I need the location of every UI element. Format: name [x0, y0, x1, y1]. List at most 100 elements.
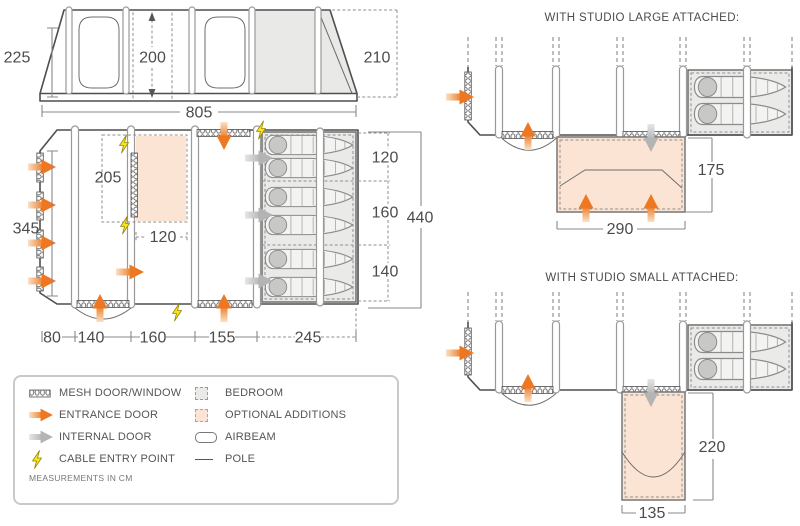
dim-label-width: 160: [140, 330, 167, 347]
legend-label: CABLE ENTRY POINT: [59, 453, 176, 465]
dim-bottom-widths: 80 140 160 155 245: [41, 308, 357, 347]
internal-door-arrow: [643, 124, 659, 152]
dim-label-optional-depth: 205: [95, 170, 122, 187]
bedroom-dividers: [262, 180, 356, 246]
studio-small-room: [621, 391, 686, 501]
internal-door-arrows: [245, 150, 273, 289]
dim-label-total-width: 805: [186, 105, 213, 122]
legend-item-bedroom: BEDROOM: [195, 385, 283, 401]
mesh-doors: [36, 129, 253, 308]
dim-290: 290: [556, 221, 686, 238]
dim-225: 225: [4, 27, 58, 98]
dim-label-total-depth: 440: [407, 210, 434, 227]
mesh-doors: [464, 327, 681, 394]
dim-label-depth: 220: [699, 439, 726, 456]
dim-175: 175: [686, 137, 725, 213]
elevation-door: [78, 16, 120, 89]
dim-345: 345: [13, 150, 58, 297]
mesh-window: [130, 152, 138, 218]
airbeam-capsule-icon: [195, 431, 225, 443]
elevation-ground-bar: [39, 92, 358, 102]
studio-small-diagram: WITH STUDIO SMALL ATTACHED: 220 13: [446, 272, 793, 522]
studio-small-title: WITH STUDIO SMALL ATTACHED:: [545, 272, 738, 284]
optional-addition-area: [136, 136, 186, 221]
bedroom-area: [687, 324, 793, 391]
entrance-door-arrows: [446, 345, 536, 402]
dim-220: 220: [688, 392, 726, 501]
dim-optional-width: 120: [135, 229, 188, 246]
legend-label: INTERNAL DOOR: [59, 431, 152, 443]
measurements-note: MEASUREMENTS IN CM: [29, 473, 133, 483]
cable-entry-points: [119, 120, 266, 322]
dim-label-section: 160: [372, 205, 399, 222]
tent-outline: [39, 129, 359, 305]
internal-door-arrow: [643, 379, 659, 407]
sleeping-bags: [264, 134, 354, 298]
bedroom-area: [261, 131, 357, 303]
dim-label-optional-width: 120: [150, 229, 177, 246]
legend-box: MESH DOOR/WINDOW ENTRANCE DOOR INTERNAL …: [13, 375, 399, 505]
sleeping-bags: [693, 75, 787, 126]
studio-large-diagram: WITH STUDIO LARGE ATTACHED: 175: [446, 12, 793, 238]
dim-label-width: 245: [295, 330, 322, 347]
elevation-view: 225 200 210 805: [4, 6, 398, 122]
elevation-bedroom-shaded: [253, 10, 357, 94]
legend-item-airbeam: AIRBEAM: [195, 429, 276, 445]
dim-210: 210: [332, 9, 398, 98]
dim-label-section: 120: [372, 150, 399, 167]
tent-bottom-outline: [467, 67, 793, 136]
studio-large-title: WITH STUDIO LARGE ATTACHED:: [544, 12, 739, 24]
dim-label-width: 135: [639, 505, 666, 522]
main-floorplan: 345 205 120 120 160 140 440 80 140 160 1…: [13, 120, 434, 347]
bedroom-swatch-icon: [195, 386, 225, 400]
dim-label-inner-height: 200: [139, 50, 166, 67]
legend-label: ENTRANCE DOOR: [59, 409, 159, 421]
elevation-door: [204, 16, 246, 89]
sleeping-bags: [693, 330, 787, 381]
studio-large-room: [556, 136, 686, 213]
legend-label: OPTIONAL ADDITIONS: [225, 409, 347, 421]
legend-item-cable: CABLE ENTRY POINT: [29, 449, 176, 469]
dim-135: 135: [621, 505, 686, 522]
legend-label: POLE: [225, 453, 256, 465]
door-arc: [501, 393, 557, 406]
legend-item-mesh: MESH DOOR/WINDOW: [29, 385, 181, 401]
dim-label-section: 140: [372, 264, 399, 281]
legend-item-optional: OPTIONAL ADDITIONS: [195, 407, 346, 423]
legend-label: BEDROOM: [225, 387, 284, 399]
legend-label: AIRBEAM: [225, 431, 276, 443]
dim-label-side-depth: 345: [13, 221, 40, 238]
legend-item-internal: INTERNAL DOOR: [29, 429, 152, 445]
entrance-door-arrows: [446, 89, 659, 222]
legend-item-pole: POLE: [195, 451, 255, 467]
airbeam-extension-dashes: [467, 37, 793, 67]
door-arc: [74, 307, 132, 320]
dim-label-right-height: 210: [364, 50, 391, 67]
dim-label-left-height: 225: [4, 50, 31, 67]
airbeams: [494, 65, 752, 139]
elevation-poles: [65, 6, 322, 95]
dim-label-depth: 175: [698, 162, 725, 179]
legend-item-entrance: ENTRANCE DOOR: [29, 407, 158, 423]
height-arrow: [148, 12, 156, 98]
airbeams: [70, 125, 325, 309]
elevation-optional-band: [132, 9, 173, 102]
legend-label: MESH DOOR/WINDOW: [59, 387, 182, 399]
airbeams: [494, 320, 752, 394]
airbeam-extension-dashes: [467, 292, 793, 322]
dim-label-width: 140: [78, 330, 105, 347]
mesh-doors: [464, 71, 681, 139]
pole-line-icon: [195, 458, 225, 460]
optional-swatch-icon: [195, 408, 225, 422]
entrance-door-arrows: [28, 122, 232, 322]
bedroom-area: [687, 69, 793, 136]
dim-label-width: 290: [607, 221, 634, 238]
dim-label-width: 80: [43, 330, 61, 347]
dim-805: 805: [41, 105, 357, 122]
door-arc: [501, 138, 557, 151]
dim-440: 440: [368, 131, 434, 309]
elevation-outline: [39, 9, 358, 94]
dim-label-width: 155: [209, 330, 236, 347]
dim-bedroom-sections: 120 160 140: [358, 132, 399, 302]
